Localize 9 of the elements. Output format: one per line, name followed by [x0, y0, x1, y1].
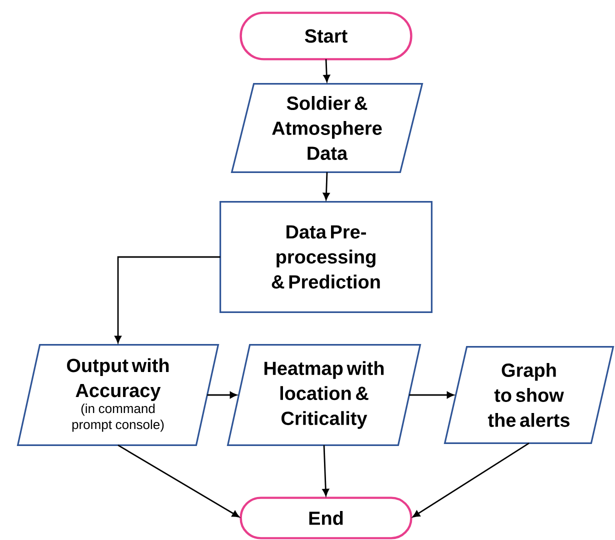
arrow — [207, 392, 238, 398]
arrow — [409, 392, 454, 398]
arrow — [323, 59, 330, 82]
arrow — [322, 172, 330, 200]
arrow — [118, 444, 240, 518]
arrow — [322, 445, 330, 496]
arrow — [114, 256, 220, 344]
arrow — [412, 442, 530, 518]
process-box: Data Pre-processing & Prediction — [220, 201, 432, 313]
